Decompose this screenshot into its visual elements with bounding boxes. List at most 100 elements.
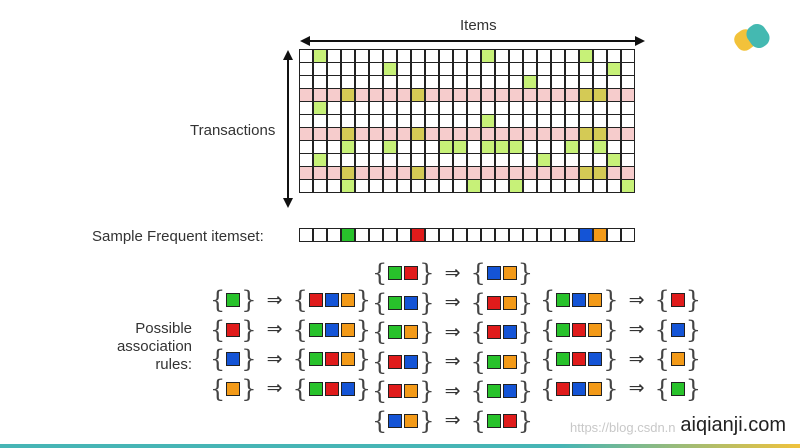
matrix-cell: [495, 101, 509, 115]
matrix-cell: [509, 166, 523, 180]
matrix-cell: [327, 127, 341, 141]
matrix-cell: [313, 140, 327, 154]
matrix-cell: [369, 179, 383, 193]
matrix-cell: [411, 88, 425, 102]
matrix-cell: [327, 88, 341, 102]
matrix-cell: [299, 101, 313, 115]
matrix-cell: [565, 62, 579, 76]
implies-arrow-icon: ⇒: [444, 321, 461, 343]
association-rule: {}⇒{}: [540, 315, 701, 344]
item-green: [486, 413, 501, 428]
matrix-cell: [383, 127, 397, 141]
matrix-cell: [341, 114, 355, 128]
matrix-cell: [313, 88, 327, 102]
matrix-cell: [509, 153, 523, 167]
matrix-cell: [607, 75, 621, 89]
matrix-cell: [411, 114, 425, 128]
item-blue: [502, 384, 517, 398]
matrix-cell: [369, 114, 383, 128]
matrix-cell: [425, 88, 439, 102]
brace-close: }: [355, 315, 372, 344]
matrix-cell: [439, 114, 453, 128]
item-blue: [226, 352, 241, 366]
matrix-cell: [327, 179, 341, 193]
matrix-cell: [481, 114, 495, 128]
matrix-cell: [439, 101, 453, 115]
item-green: [226, 293, 241, 307]
implies-arrow-icon: ⇒: [628, 348, 645, 370]
brace-close: }: [241, 315, 257, 344]
rules-single-lhs: {}⇒{}{}⇒{}{}⇒{}{}⇒{}: [210, 286, 372, 407]
matrix-cell: [341, 62, 355, 76]
matrix-cell: [411, 127, 425, 141]
matrix-cell: [593, 88, 607, 102]
rule-antecedent: {}: [210, 286, 257, 314]
rule-consequent: {}: [292, 288, 371, 312]
item-orange: [404, 325, 419, 339]
matrix-cell: [523, 127, 537, 141]
matrix-cell: [411, 75, 425, 89]
matrix-cell: [327, 101, 341, 115]
matrix-cell: [383, 166, 397, 180]
matrix-cell: [411, 49, 425, 63]
matrix-cell: [397, 88, 411, 102]
item-green: [388, 295, 403, 310]
matrix-cell: [593, 166, 607, 180]
sample-cell: [467, 228, 481, 242]
brace-close: }: [419, 406, 435, 435]
matrix-cell: [439, 62, 453, 76]
matrix-cell: [439, 127, 453, 141]
matrix-cell: [579, 140, 593, 154]
item-green: [388, 266, 403, 280]
matrix-cell: [313, 153, 327, 167]
matrix-cell: [411, 140, 425, 154]
matrix-cell: [593, 49, 607, 63]
brace-open: {: [372, 318, 388, 346]
matrix-cell: [355, 75, 369, 89]
matrix-cell: [495, 153, 509, 167]
matrix-cell: [495, 166, 509, 180]
matrix-cell: [621, 49, 635, 63]
rule-consequent: {}: [654, 347, 701, 371]
item-green: [556, 322, 571, 337]
item-red: [388, 354, 403, 369]
matrix-cell: [537, 153, 551, 167]
item-orange: [404, 413, 419, 428]
brace-close: }: [603, 315, 619, 344]
matrix-cell: [383, 49, 397, 63]
matrix-cell: [579, 49, 593, 63]
sample-cell: [425, 228, 439, 242]
matrix-cell: [341, 101, 355, 115]
implies-arrow-icon: ⇒: [628, 289, 645, 311]
matrix-cell: [453, 49, 467, 63]
brace-close: }: [241, 286, 257, 314]
matrix-cell: [327, 140, 341, 154]
matrix-cell: [481, 140, 495, 154]
matrix-cell: [453, 101, 467, 115]
matrix-cell: [593, 75, 607, 89]
matrix-cell: [355, 114, 369, 128]
implies-arrow-icon: ⇒: [444, 410, 461, 431]
matrix-cell: [425, 153, 439, 167]
matrix-cell: [607, 114, 621, 128]
matrix-cell: [551, 49, 565, 63]
logo-icon: [734, 23, 770, 51]
matrix-cell: [467, 101, 481, 115]
matrix-cell: [579, 88, 593, 102]
matrix-cell: [509, 140, 523, 154]
brace-open: {: [654, 315, 670, 344]
matrix-cell: [467, 49, 481, 63]
brace-close: }: [603, 374, 619, 403]
matrix-cell: [551, 62, 565, 76]
rule-consequent: {}: [470, 261, 533, 285]
brace-open: {: [210, 286, 226, 314]
implies-arrow-icon: ⇒: [266, 289, 283, 311]
matrix-cell: [383, 153, 397, 167]
matrix-cell: [299, 179, 313, 193]
brace-close: }: [419, 318, 435, 346]
matrix-cell: [313, 166, 327, 180]
implies-arrow-icon: ⇒: [628, 378, 645, 399]
rule-consequent: {}: [654, 288, 701, 312]
matrix-cell: [411, 62, 425, 76]
matrix-cell: [551, 101, 565, 115]
